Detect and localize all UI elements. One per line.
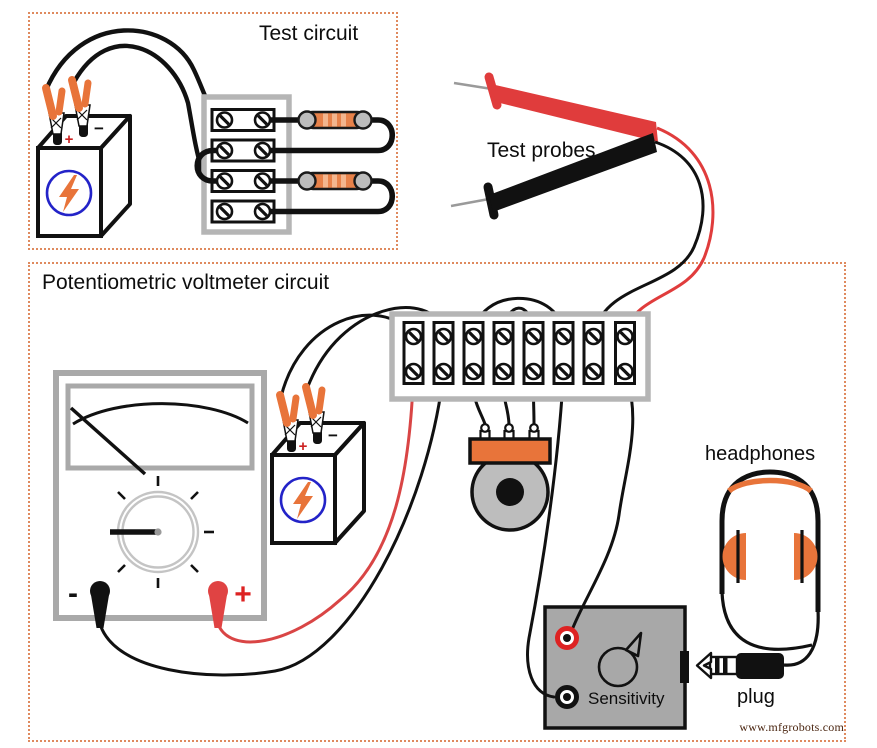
headphones-label: headphones bbox=[705, 443, 816, 465]
plug-body bbox=[736, 653, 784, 679]
headphone-cable bbox=[720, 591, 813, 651]
meter-minus-label: - bbox=[68, 577, 78, 610]
black-test-probe bbox=[450, 133, 705, 332]
test-probes-title: Test probes bbox=[487, 139, 596, 162]
voltmeter-terminal-strip bbox=[389, 311, 651, 402]
meter: - + bbox=[53, 370, 267, 628]
sensitivity-label: Sensitivity bbox=[588, 689, 665, 708]
headphone-cable-2 bbox=[783, 609, 820, 667]
test-circuit bbox=[38, 28, 395, 236]
meter-positive-terminal bbox=[208, 581, 228, 628]
left-ear-cup bbox=[722, 533, 746, 580]
test-circuit-border bbox=[28, 12, 398, 250]
headband bbox=[719, 469, 821, 612]
test-circuit-battery bbox=[38, 80, 130, 236]
meter-selector-knob bbox=[110, 476, 214, 588]
headphones bbox=[719, 469, 821, 667]
test-loop-wires bbox=[194, 117, 395, 215]
red-test-probe bbox=[453, 72, 715, 332]
sensitivity-knob bbox=[597, 631, 643, 688]
voltmeter-circuit-border bbox=[28, 262, 846, 742]
plug-tip bbox=[695, 651, 713, 680]
resistor-1 bbox=[297, 110, 373, 130]
voltmeter-circuit-title: Potentiometric voltmeter circuit bbox=[42, 271, 330, 294]
test-probes bbox=[450, 72, 715, 332]
voltmeter-battery bbox=[272, 387, 364, 543]
potentiometer bbox=[468, 423, 552, 532]
voltmeter-circuit: - + Sensitivity bbox=[53, 296, 821, 730]
resistor-2 bbox=[297, 171, 373, 191]
meter-negative-terminal bbox=[90, 581, 110, 628]
watermark: www.mfgrobots.com bbox=[739, 720, 844, 734]
right-ear-cup bbox=[794, 533, 818, 580]
plug bbox=[695, 651, 784, 680]
headband-pad bbox=[727, 477, 813, 494]
meter-needle bbox=[69, 406, 147, 476]
meter-plus-label: + bbox=[234, 578, 252, 611]
test-circuit-title: Test circuit bbox=[259, 22, 359, 45]
sensitivity-controls: Sensitivity bbox=[555, 626, 665, 709]
meter-scale-arc bbox=[72, 402, 249, 426]
plug-label: plug bbox=[737, 686, 775, 708]
